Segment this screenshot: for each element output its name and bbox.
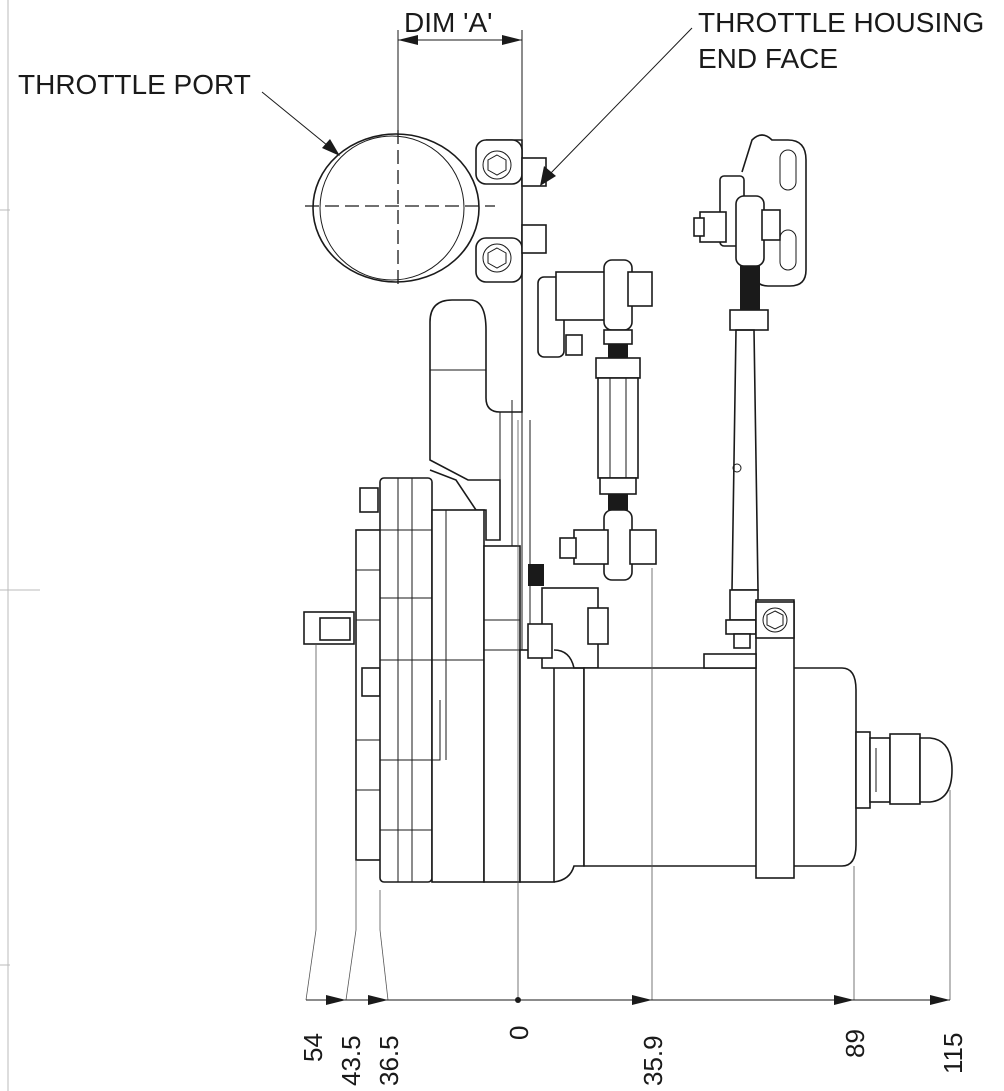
dim-label-36-5: 36.5: [374, 1035, 404, 1086]
throttle-housing-leader: [540, 27, 693, 186]
throttle-port-label: THROTTLE PORT: [18, 69, 251, 100]
throttle-bracket: [429, 139, 547, 661]
throttle-housing-label-line2: END FACE: [698, 43, 838, 74]
linkage-rod-long: [693, 134, 807, 649]
dim-label-115: 115: [938, 1033, 968, 1074]
throttle-housing-label-line1: THROTTLE HOUSING: [698, 7, 984, 38]
dim-label-89: 89: [840, 1029, 870, 1058]
throttle-port-leader: [261, 91, 340, 156]
extension-lines: [305, 420, 951, 1001]
baseline-dimension-line: [306, 995, 950, 1005]
linkage-rod-short: [537, 259, 657, 581]
dim-label-43-5: 43.5: [336, 1035, 366, 1086]
throttle-port-circle: [305, 130, 495, 290]
dim-label-54: 54: [298, 1033, 328, 1062]
dimension-labels: 54 43.5 36.5 0 35.9 89 115: [298, 1026, 968, 1086]
dim-a-label: DIM 'A': [404, 7, 492, 38]
dim-a-dimension: [397, 30, 523, 140]
sheet-frame: [0, 0, 40, 1091]
dim-label-0: 0: [504, 1026, 534, 1040]
dim-label-35-9: 35.9: [638, 1035, 668, 1086]
